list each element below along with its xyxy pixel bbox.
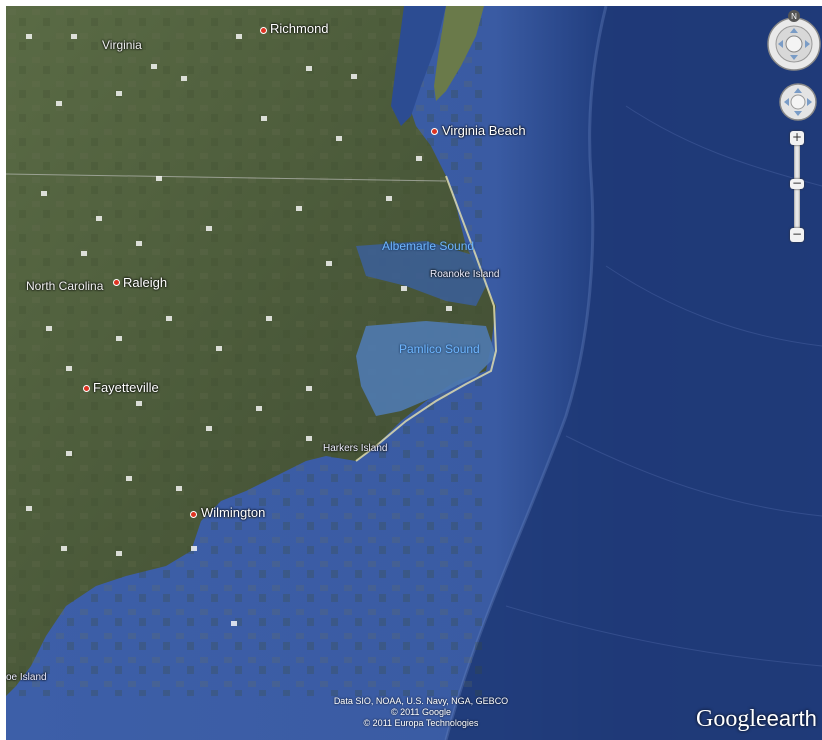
look-control[interactable]: N [766,10,822,74]
city-marker-fayetteville[interactable] [83,385,90,392]
island-label-harkers: Harkers Island [323,443,388,454]
zoom-in-button[interactable]: + [790,130,804,145]
city-marker-raleigh[interactable] [113,279,120,286]
zoom-out-button[interactable]: − [790,227,804,242]
city-label-virginia-beach[interactable]: Virginia Beach [442,123,526,138]
city-label-richmond[interactable]: Richmond [270,21,329,36]
map-attribution: Data SIO, NOAA, U.S. Navy, NGA, GEBCO © … [306,696,536,729]
city-marker-virginia-beach[interactable] [431,128,438,135]
city-marker-richmond[interactable] [260,27,267,34]
attribution-line-google: © 2011 Google [390,707,451,717]
logo-google-text: Google [696,706,767,732]
attribution-line-data: Data SIO, NOAA, U.S. Navy, NGA, GEBCO [333,696,509,706]
city-label-fayetteville[interactable]: Fayetteville [93,380,159,395]
attribution-line-europa: © 2011 Europa Technologies [363,718,479,728]
state-label-north-carolina: North Carolina [26,279,104,293]
map-view[interactable]: Virginia North Carolina Richmond Virgini… [6,6,822,740]
island-label-partial: oe Island [6,672,47,683]
google-earth-logo: Googleearth [696,706,817,733]
water-label-pamlico-sound: Pamlico Sound [399,342,480,356]
water-label-albemarle-sound: Albemarle Sound [382,239,475,253]
city-marker-wilmington[interactable] [190,511,197,518]
north-indicator[interactable]: N [791,12,797,21]
move-control[interactable] [778,82,818,122]
logo-earth-text: earth [766,706,817,731]
zoom-slider-handle[interactable]: − [790,176,804,190]
state-label-virginia: Virginia [102,38,142,52]
island-label-roanoke: Roanoke Island [430,269,500,280]
city-label-raleigh[interactable]: Raleigh [123,275,168,290]
city-label-wilmington[interactable]: Wilmington [201,505,266,520]
map-imagery [6,6,822,740]
